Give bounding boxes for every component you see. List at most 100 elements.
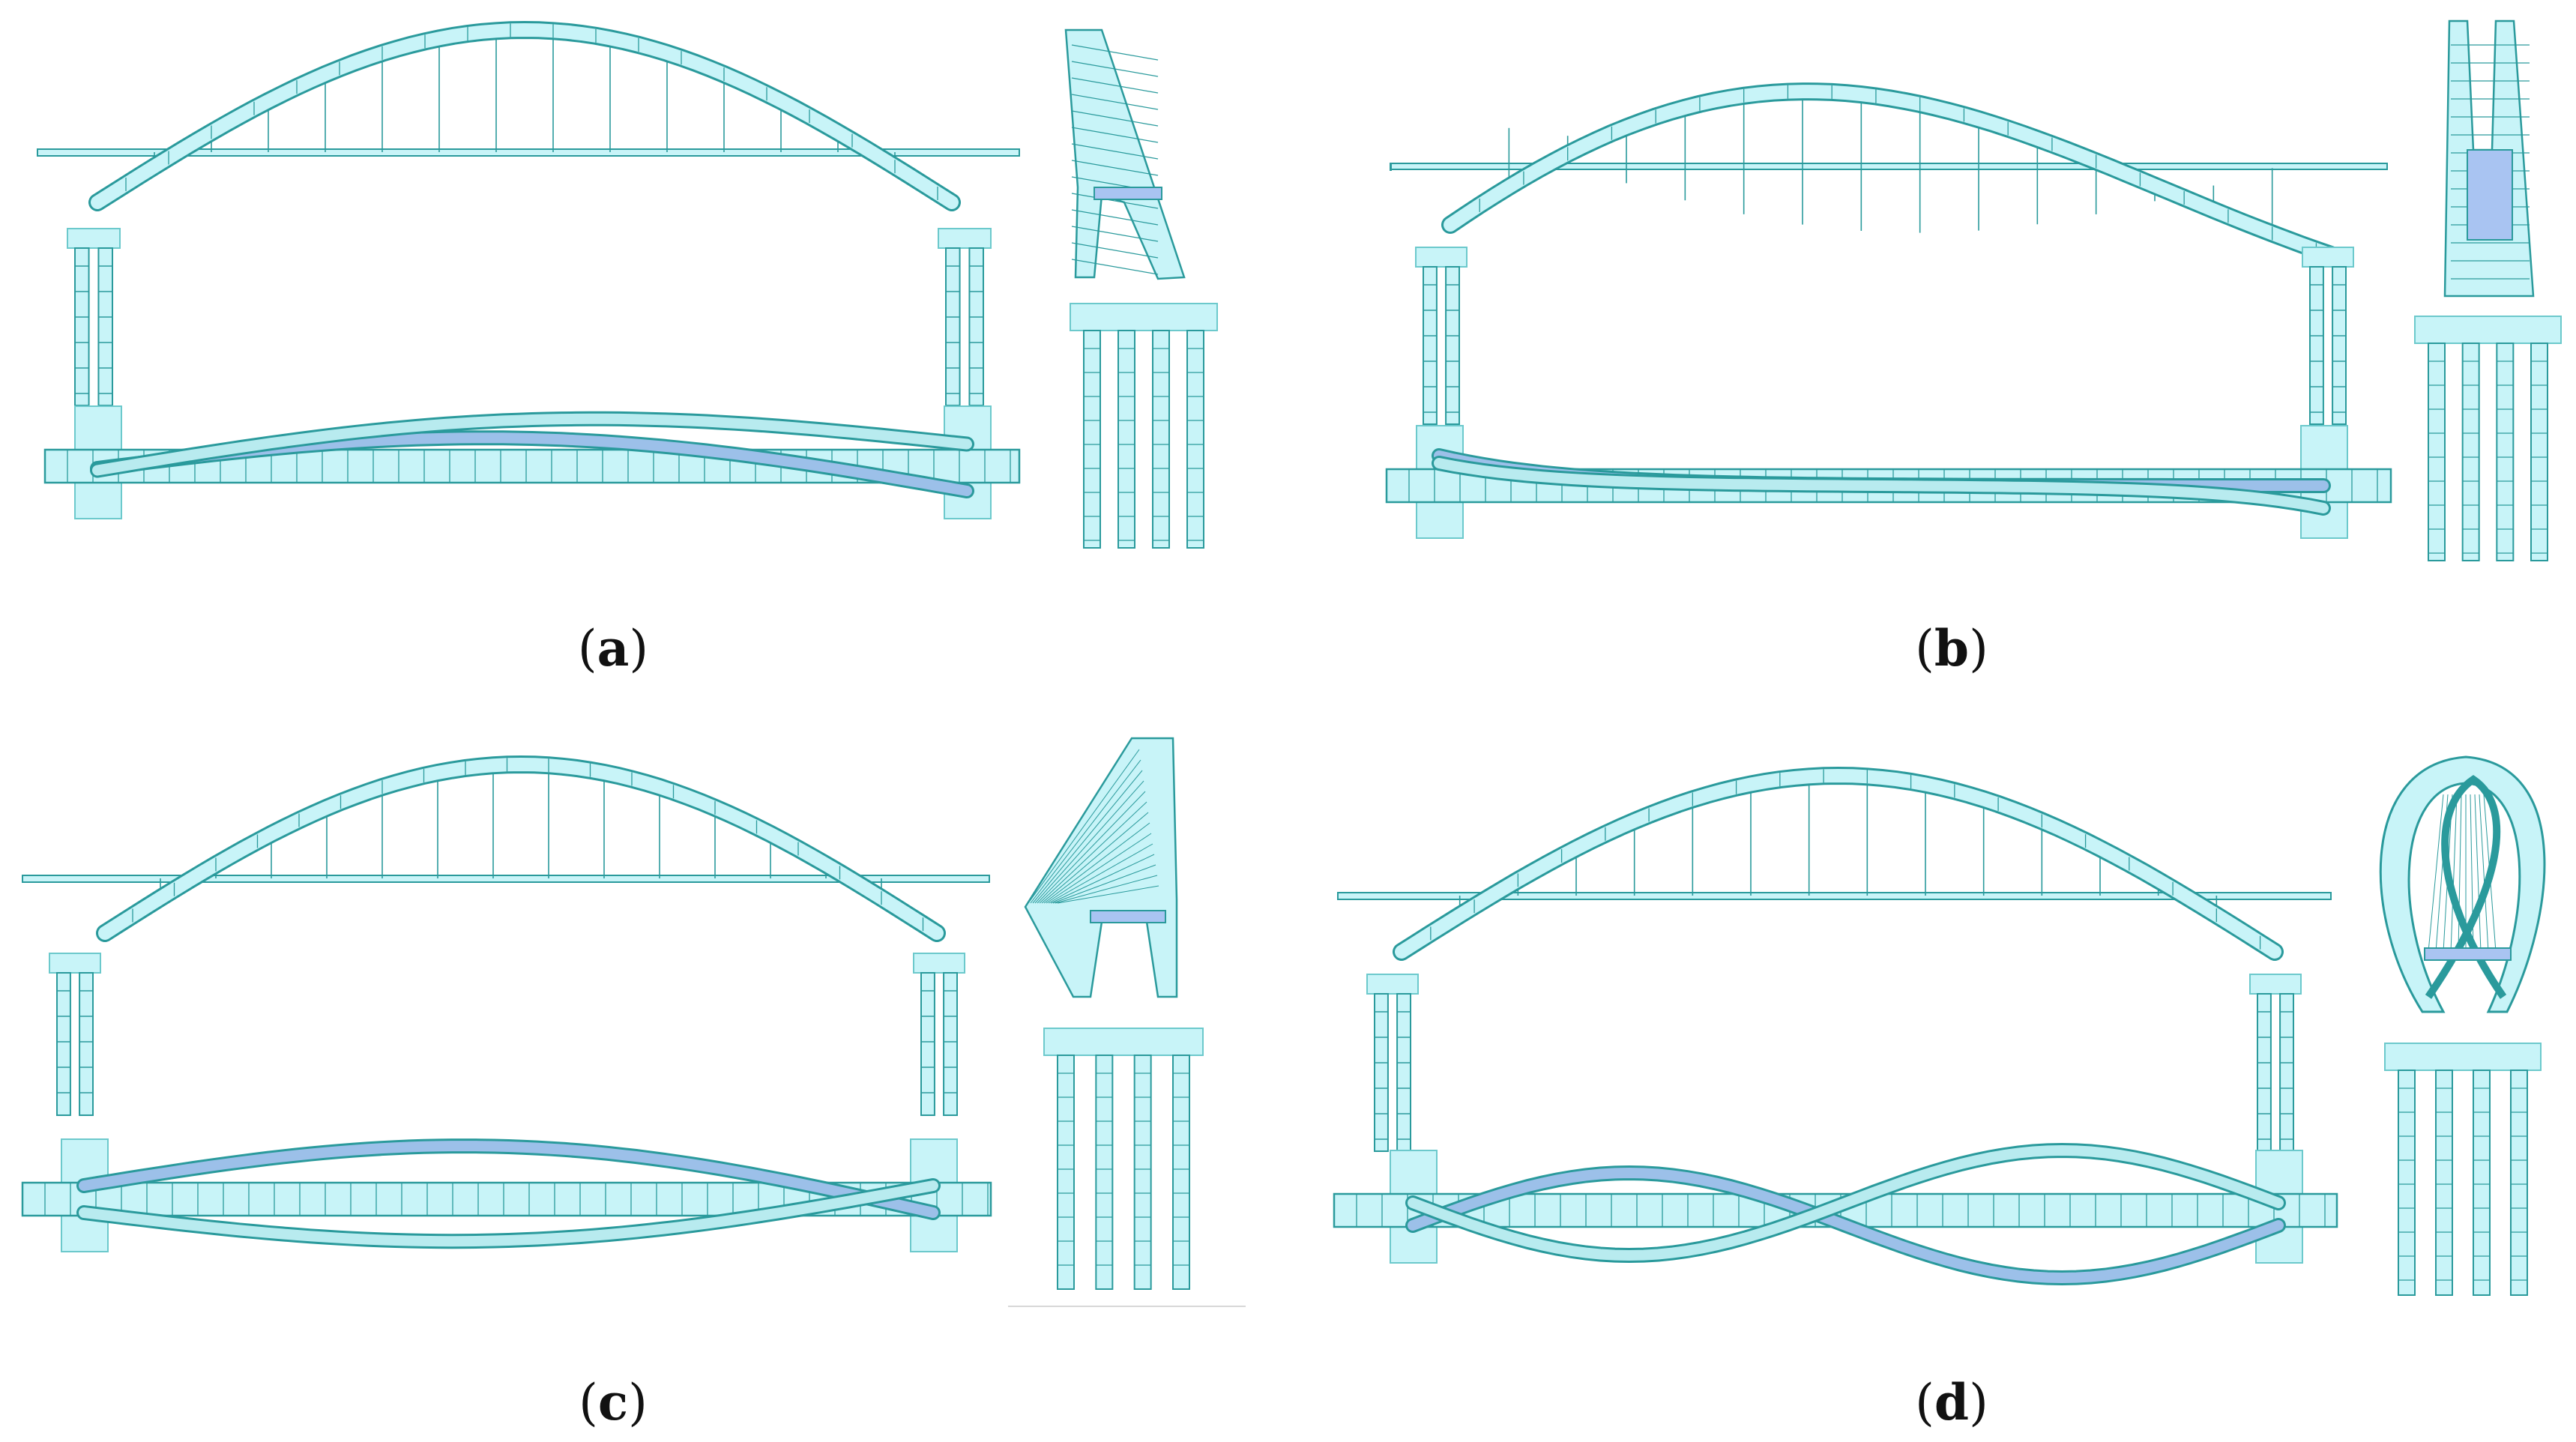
pile-side bbox=[1152, 330, 1170, 549]
panel-label-d: (d) bbox=[1915, 1373, 1988, 1432]
arch-rib-outline bbox=[88, 20, 961, 211]
pile-cap-side bbox=[2384, 1043, 2542, 1071]
rib-side-segment bbox=[1071, 160, 1159, 176]
arch-rib-plan bbox=[79, 1141, 938, 1218]
hanger-fan bbox=[1041, 812, 1149, 904]
pier-column bbox=[2257, 993, 2272, 1152]
pier-column bbox=[2332, 266, 2347, 425]
rib-side-segment bbox=[1071, 44, 1159, 61]
rib-side-segment bbox=[1071, 110, 1159, 127]
pier-right-a bbox=[938, 228, 992, 406]
pier-right-d bbox=[2249, 974, 2302, 1152]
pier-cap bbox=[913, 953, 965, 974]
deck-section bbox=[1094, 187, 1162, 200]
panel-c bbox=[21, 737, 1246, 1307]
deck-girder bbox=[37, 148, 1020, 157]
pier-cap bbox=[49, 953, 101, 974]
pile-side bbox=[1133, 1055, 1152, 1290]
pile-side bbox=[2530, 343, 2548, 561]
arch-rib-outline bbox=[1441, 82, 2340, 264]
pile-side bbox=[1186, 330, 1204, 549]
pier-left-a bbox=[67, 228, 121, 406]
hanger-side bbox=[2458, 794, 2462, 953]
hanger-fan bbox=[1028, 749, 1140, 904]
panel-b bbox=[1385, 19, 2562, 561]
deck-girder bbox=[1390, 163, 1392, 171]
pier-cap bbox=[2302, 247, 2354, 268]
pile-side bbox=[2461, 343, 2480, 561]
side-a bbox=[1064, 28, 1218, 549]
arch-rib-plan bbox=[79, 1180, 938, 1247]
hanger-side bbox=[2483, 794, 2497, 953]
plan-c bbox=[21, 1138, 992, 1252]
inclined-rib-side bbox=[1064, 28, 1186, 280]
pier-column bbox=[968, 247, 984, 406]
side-d bbox=[2379, 755, 2546, 1296]
hanger-fan bbox=[1043, 822, 1150, 904]
arch-rib-plan bbox=[1434, 458, 2329, 513]
pile-cap-side bbox=[2414, 316, 2562, 344]
rib-side-segment bbox=[1071, 259, 1159, 275]
pier-column bbox=[2309, 266, 2324, 425]
arch-rib-plan bbox=[92, 413, 972, 476]
rib-side-segment bbox=[1071, 143, 1159, 160]
panel-label-b: (b) bbox=[1915, 619, 1988, 678]
rib-side-segment bbox=[1071, 226, 1159, 242]
arch-rib-outline bbox=[1393, 766, 2284, 961]
pier-cap bbox=[1415, 247, 1468, 268]
deck-section bbox=[2424, 947, 2512, 961]
hanger-side bbox=[2428, 794, 2444, 953]
pier-column bbox=[56, 972, 71, 1116]
deck-section bbox=[2467, 149, 2513, 241]
rib-side-segment bbox=[1071, 193, 1159, 209]
pile-side bbox=[2473, 1070, 2491, 1296]
pier-column bbox=[79, 972, 94, 1116]
pile-cap-side bbox=[1070, 303, 1218, 331]
pier-cap bbox=[2249, 974, 2302, 995]
deck-girder bbox=[1337, 892, 2332, 900]
pier-column bbox=[1423, 266, 1438, 425]
plan-a bbox=[43, 405, 1021, 519]
pile-cap-side bbox=[1043, 1028, 1204, 1056]
pile-side bbox=[2510, 1070, 2528, 1296]
pier-right-b bbox=[2302, 247, 2354, 425]
pile-side bbox=[1117, 330, 1135, 549]
pier-column bbox=[920, 972, 935, 1116]
hanger-fan bbox=[1055, 875, 1158, 904]
rib-side-segment bbox=[1071, 127, 1159, 143]
pier-cap bbox=[1366, 974, 1419, 995]
panel-a bbox=[37, 20, 1218, 549]
hanger-fan bbox=[1048, 843, 1153, 904]
pier-cap bbox=[67, 228, 121, 249]
pier-column bbox=[945, 247, 961, 406]
hanger-fan bbox=[1039, 801, 1147, 904]
pile-side bbox=[1057, 1055, 1075, 1290]
pile-side bbox=[2435, 1070, 2453, 1296]
arch-rib-plan bbox=[1408, 1167, 2284, 1284]
plan-d bbox=[1333, 1142, 2338, 1286]
pier-column bbox=[943, 972, 958, 1116]
pier-column bbox=[1396, 993, 1411, 1152]
rib-side-segment bbox=[1071, 77, 1159, 94]
plan-b bbox=[1385, 425, 2392, 539]
basket-handle-rib-side bbox=[2379, 755, 2546, 1013]
pier-column bbox=[1445, 266, 1460, 425]
hanger-fan bbox=[1052, 864, 1156, 904]
hanger-side bbox=[2470, 794, 2474, 953]
hanger-fan bbox=[1057, 885, 1159, 904]
hanger-fan bbox=[1050, 854, 1155, 904]
hanger-side bbox=[2474, 794, 2482, 953]
side-c bbox=[1024, 737, 1204, 1290]
pile-side bbox=[2428, 343, 2446, 561]
side-b bbox=[2414, 19, 2562, 561]
crossing-rib-side bbox=[2425, 774, 2507, 999]
pier-column bbox=[97, 247, 114, 406]
hanger-side bbox=[2479, 794, 2489, 953]
deck-section bbox=[1090, 910, 1166, 923]
inclined-rib-side bbox=[1024, 737, 1178, 998]
pile-side bbox=[2496, 343, 2515, 561]
pier-right-c bbox=[913, 953, 965, 1116]
hanger-fan bbox=[1034, 780, 1144, 904]
